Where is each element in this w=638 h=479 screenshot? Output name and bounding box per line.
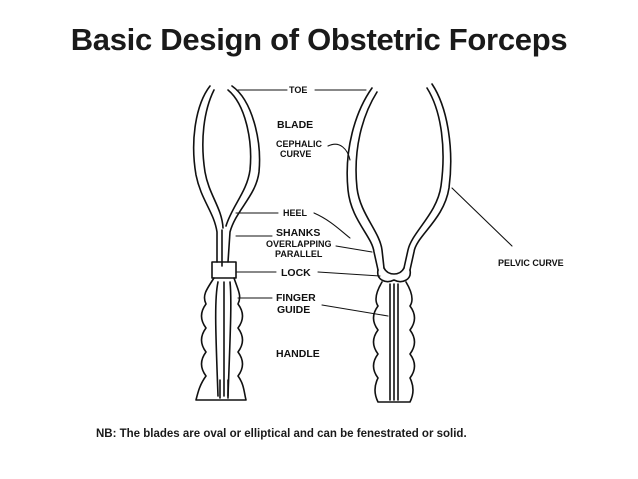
label-lock: LOCK xyxy=(281,267,311,279)
footnote: NB: The blades are oval or elliptical an… xyxy=(96,428,467,440)
label-guide: GUIDE xyxy=(277,304,310,316)
page-title: Basic Design of Obstetric Forceps xyxy=(70,22,568,57)
label-parallel: PARALLEL xyxy=(275,249,323,259)
label-pelvic-curve: PELVIC CURVE xyxy=(498,258,564,268)
label-handle: HANDLE xyxy=(276,348,320,360)
leader-lines xyxy=(235,89,513,317)
left-forceps-illustration xyxy=(192,85,261,401)
right-forceps-illustration xyxy=(346,83,452,403)
label-blade: BLADE xyxy=(277,119,313,131)
label-curve: CURVE xyxy=(280,149,311,159)
label-heel: HEEL xyxy=(283,208,308,218)
label-toe: TOE xyxy=(289,85,307,95)
label-cephalic: CEPHALIC xyxy=(276,139,323,149)
label-shanks: SHANKS xyxy=(276,227,320,239)
label-overlapping: OVERLAPPING xyxy=(266,239,332,249)
label-finger: FINGER xyxy=(276,292,316,304)
